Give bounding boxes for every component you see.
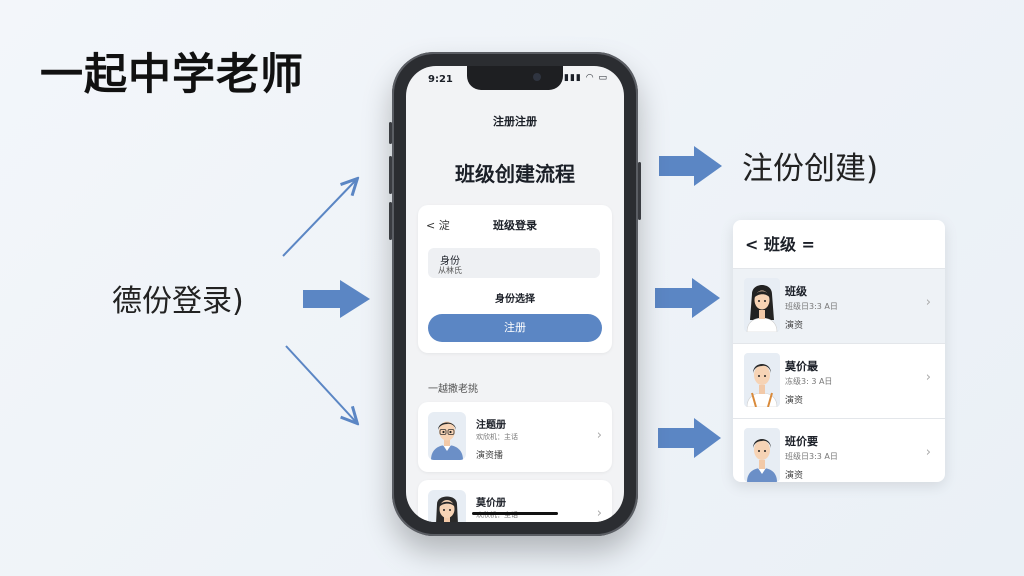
class-item-tag: 演资 — [785, 471, 804, 481]
teacher-subtitle: 欢欣机：主话 — [476, 433, 518, 441]
teacher-tag: 演资播 — [476, 451, 504, 461]
card-header: 班级登录 — [493, 219, 537, 232]
status-icons: ▮▮▮ ◠ ▭ — [564, 73, 608, 83]
class-list-item[interactable]: 班价要 班级日3:3 A日 演资 › — [733, 418, 945, 482]
block-arrow-right-2 — [655, 278, 720, 318]
identity-field[interactable]: 身份 从林氏 — [428, 248, 600, 278]
flow-title: 班级创建流程 — [455, 162, 575, 186]
class-login-card: < 淀 班级登录 身份 从林氏 身份选择 注册 — [418, 205, 612, 353]
teacher-card[interactable]: 莫价册 欢欣机：主话 › — [418, 480, 612, 522]
class-item-subtitle: 冻级3: 3 A日 — [785, 377, 833, 386]
notch — [467, 66, 563, 90]
back-button[interactable]: < 淀 — [426, 219, 450, 232]
class-list-item[interactable]: 班级 班级日3:3 A日 演资 › — [733, 268, 945, 344]
nav-title: 注册注册 — [493, 115, 537, 128]
female-teacher-avatar-icon — [428, 490, 466, 522]
diagonal-arrow-up — [282, 180, 356, 257]
left-flow-label: 德份登录) — [112, 284, 244, 319]
chevron-right-icon: › — [925, 295, 931, 310]
register-button[interactable]: 注册 — [428, 314, 602, 342]
phone-volume-down — [389, 202, 392, 240]
class-item-name: 莫价最 — [785, 360, 818, 373]
identity-select[interactable]: 身份选择 — [495, 294, 535, 305]
chevron-right-icon: › — [925, 370, 931, 385]
block-arrow-right-1 — [659, 146, 722, 186]
male-student-avatar-icon — [744, 428, 780, 482]
block-arrow-right-3 — [658, 418, 721, 458]
phone-screen: 9:21 ▮▮▮ ◠ ▭ 注册注册 班级创建流程 < 淀 班级登录 身份 从林氏… — [406, 66, 624, 522]
chevron-right-icon: › — [596, 428, 602, 443]
class-item-name: 班价要 — [785, 435, 818, 448]
class-item-tag: 演资 — [785, 396, 804, 406]
teacher-card[interactable]: 注题册 欢欣机：主话 演资播 › — [418, 402, 612, 472]
class-item-name: 班级 — [785, 285, 807, 298]
right-flow-label: 注份创建) — [742, 151, 879, 187]
home-indicator[interactable] — [472, 512, 558, 515]
teacher-name: 莫价册 — [476, 498, 506, 509]
phone-volume-up — [389, 156, 392, 194]
camera-icon — [533, 73, 541, 81]
class-list-item[interactable]: 莫价最 冻级3: 3 A日 演资 › — [733, 343, 945, 419]
teacher-name: 注题册 — [476, 420, 506, 431]
class-panel-header[interactable]: < 班级 = — [745, 235, 815, 254]
teacher-subtitle: 欢欣机：主话 — [476, 511, 518, 519]
class-item-subtitle: 班级日3:3 A日 — [785, 452, 838, 461]
female-student-avatar-icon — [744, 278, 780, 332]
class-item-subtitle: 班级日3:3 A日 — [785, 302, 838, 311]
class-item-tag: 演资 — [785, 321, 804, 331]
battery-icon: ▭ — [598, 73, 608, 83]
male-student-avatar-icon — [744, 353, 780, 407]
section-label: 一越撒老挑 — [428, 384, 478, 395]
identity-label: 身份 — [440, 256, 460, 267]
phone-power-button — [638, 162, 641, 220]
class-list-panel: < 班级 = 班级 班级日3:3 A日 演资 › — [733, 220, 945, 482]
wifi-icon: ◠ — [585, 73, 595, 83]
diagonal-arrow-down — [285, 345, 356, 422]
chevron-right-icon: › — [596, 506, 602, 521]
chevron-right-icon: › — [925, 445, 931, 460]
phone-side-button — [389, 122, 392, 144]
identity-value: 从林氏 — [438, 266, 462, 275]
block-arrow-left — [303, 280, 370, 318]
status-time: 9:21 — [428, 74, 453, 85]
signal-icon: ▮▮▮ — [564, 73, 582, 83]
phone-mockup: 9:21 ▮▮▮ ◠ ▭ 注册注册 班级创建流程 < 淀 班级登录 身份 从林氏… — [389, 52, 641, 536]
main-title: 一起中学老师 — [40, 50, 304, 100]
male-teacher-avatar-icon — [428, 412, 466, 460]
